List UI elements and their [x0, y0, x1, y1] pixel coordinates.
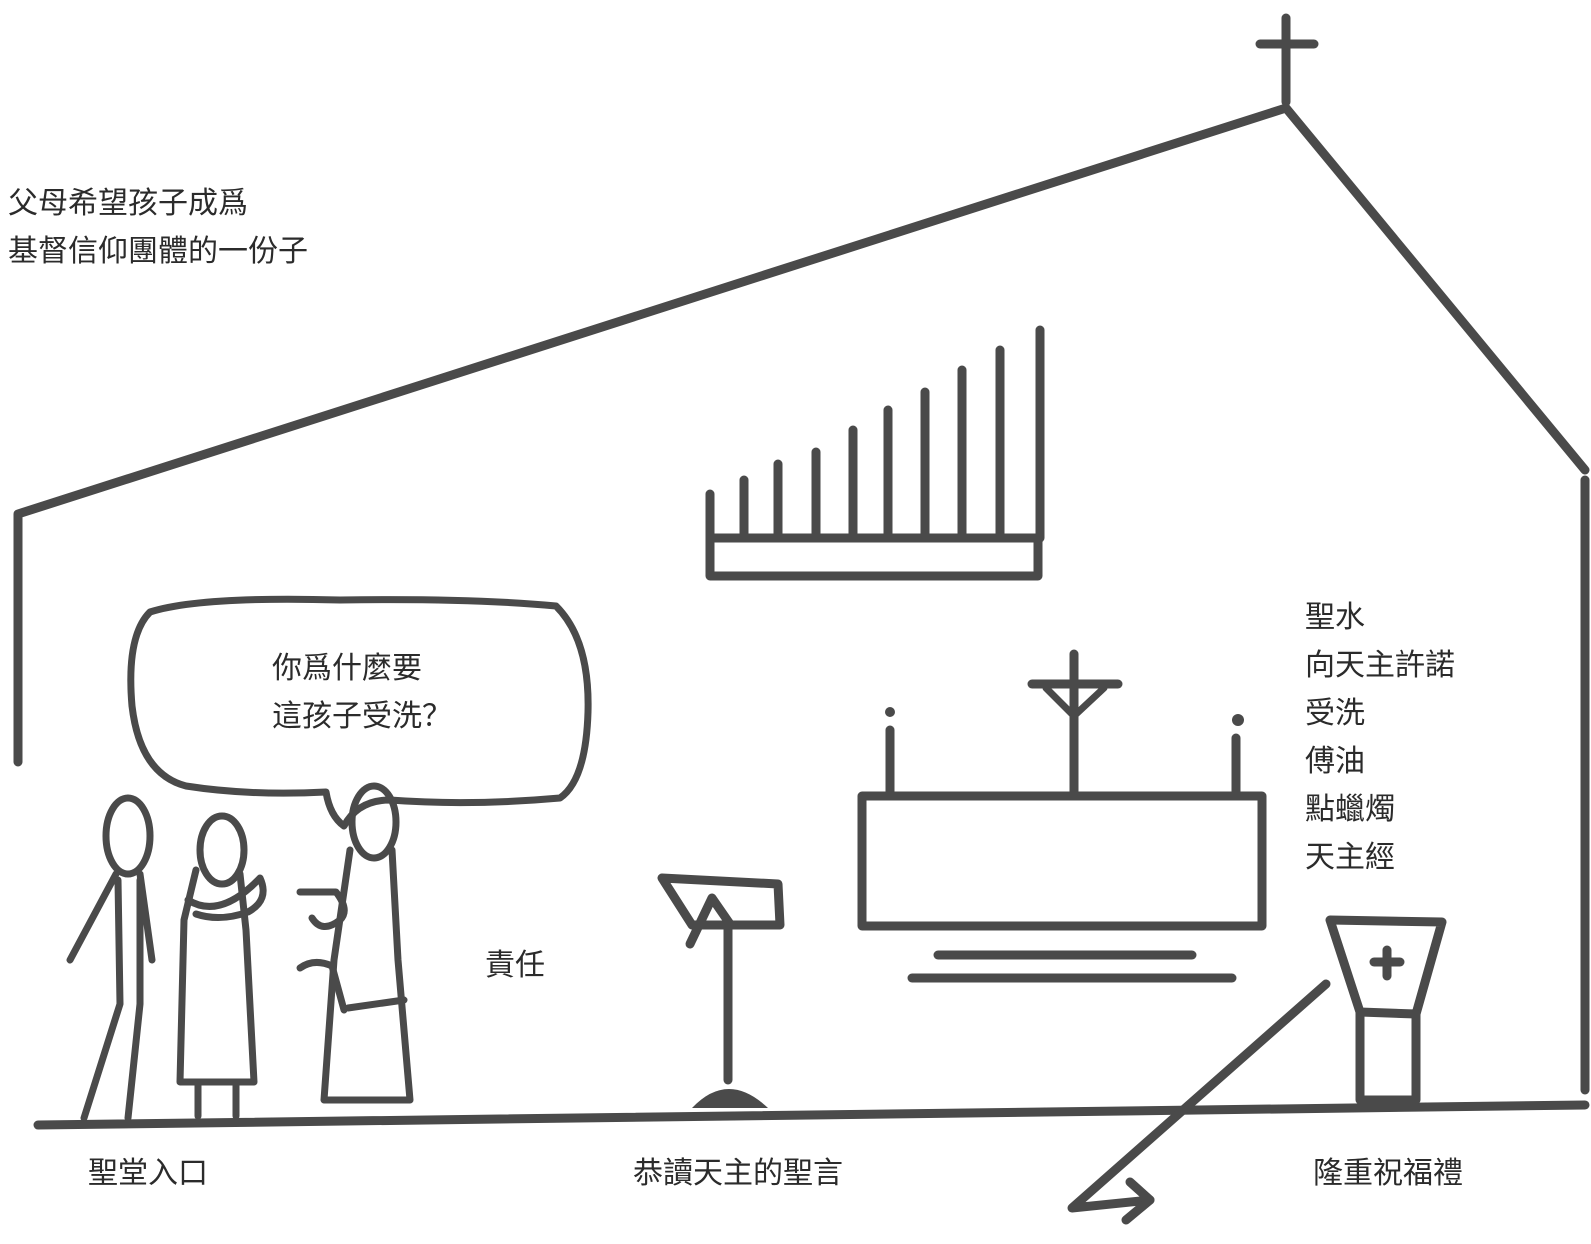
rite-item: 受洗	[1305, 696, 1365, 731]
responsibility-label: 責任	[485, 948, 545, 983]
father-figure-icon	[66, 794, 156, 1122]
rite-item: 點蠟燭	[1305, 792, 1395, 827]
intro-line-1: 父母希望孩子成爲	[8, 186, 248, 221]
entrance-label: 聖堂入口	[88, 1156, 208, 1191]
floor-line	[33, 1100, 1590, 1130]
altar-icon	[857, 649, 1267, 983]
lectern-icon	[657, 873, 785, 1108]
speech-bubble-text: 你爲什麼要 這孩子受洗？	[272, 645, 452, 741]
rite-item: 向天主許諾	[1305, 648, 1455, 683]
rite-list: 聖水 向天主許諾 受洗 傅油 點蠟燭 天主經	[1305, 594, 1455, 882]
speech-bubble-outline	[127, 595, 592, 830]
church-roof-outline	[13, 103, 1590, 767]
intro-line-2: 基督信仰團體的一份子	[8, 234, 308, 269]
rite-item: 天主經	[1305, 840, 1395, 875]
mother-with-child-figure-icon	[176, 812, 267, 1120]
speech-line-1: 你爲什麼要	[272, 651, 422, 686]
organ-pipes-icon	[705, 325, 1045, 581]
word-label: 恭讀天主的聖言	[633, 1156, 843, 1191]
priest-figure-icon	[296, 782, 414, 1104]
roof-cross-icon	[1255, 13, 1319, 107]
intro-text: 父母希望孩子成爲 基督信仰團體的一份子	[8, 180, 308, 276]
rite-item: 傅油	[1305, 744, 1365, 779]
arrow-icon	[1067, 979, 1331, 1225]
rite-item: 聖水	[1305, 600, 1365, 635]
speech-line-2: 這孩子受洗？	[272, 699, 452, 734]
blessing-label: 隆重祝福禮	[1313, 1156, 1463, 1191]
baptismal-font-icon	[1325, 915, 1447, 1105]
